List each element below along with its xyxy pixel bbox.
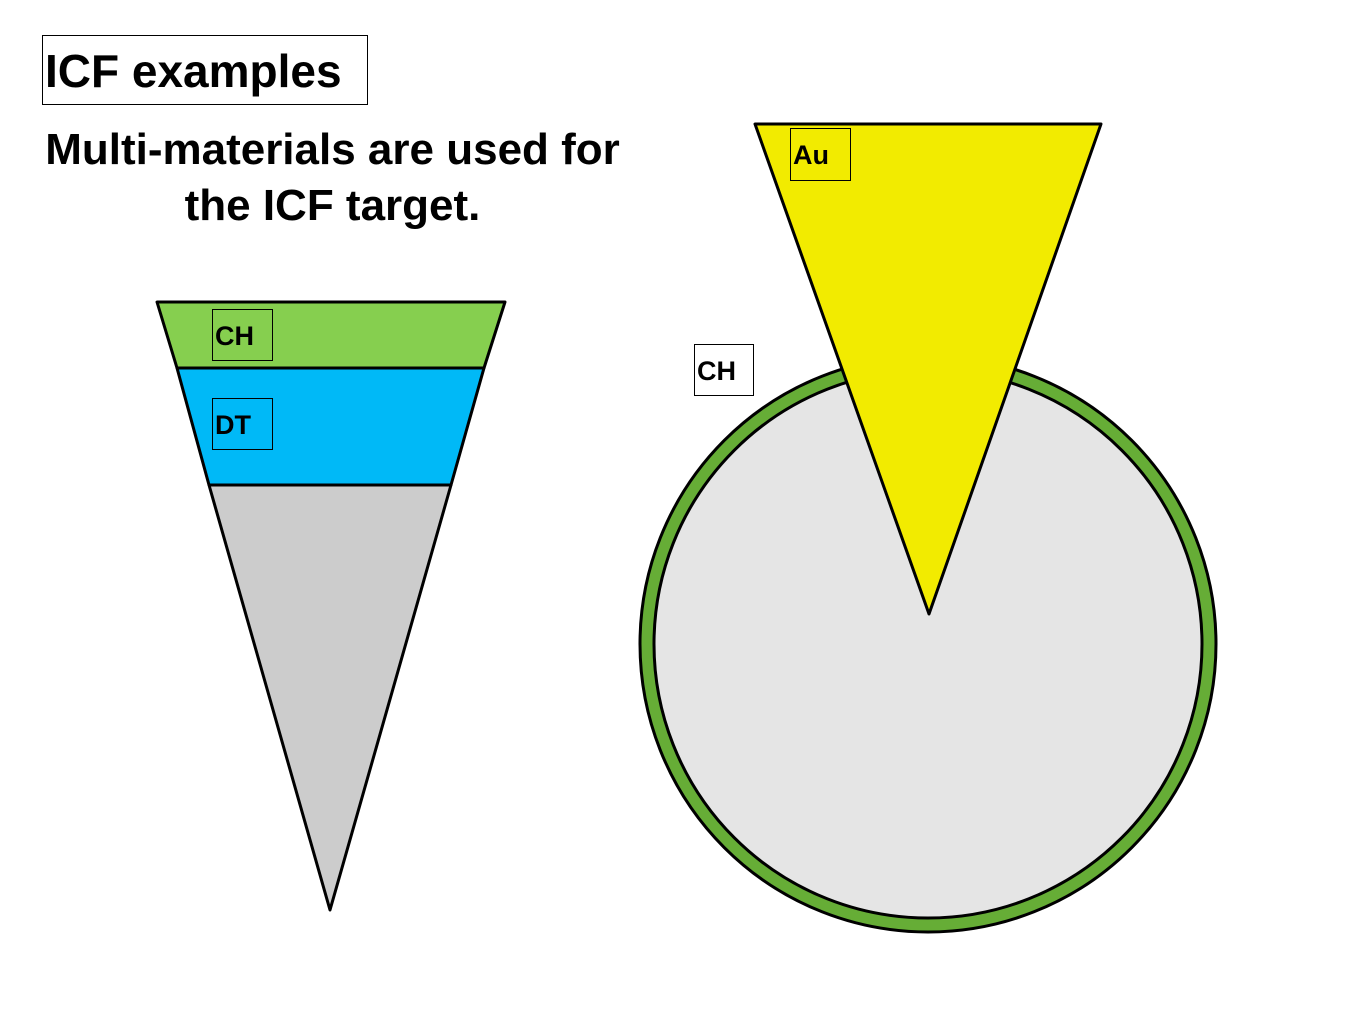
subtitle-text: Multi-materials are used for the ICF tar… xyxy=(45,125,620,230)
label-ch-outer-layer: CH xyxy=(212,309,273,361)
label-ch-shell: CH xyxy=(694,344,754,396)
left-ch-layer xyxy=(155,300,507,370)
left-core-wedge xyxy=(207,483,453,912)
page-title: ICF examples xyxy=(42,35,368,105)
label-dt-layer: DT xyxy=(212,398,273,450)
au-cone xyxy=(753,122,1103,616)
label-au-cone: Au xyxy=(790,128,851,181)
